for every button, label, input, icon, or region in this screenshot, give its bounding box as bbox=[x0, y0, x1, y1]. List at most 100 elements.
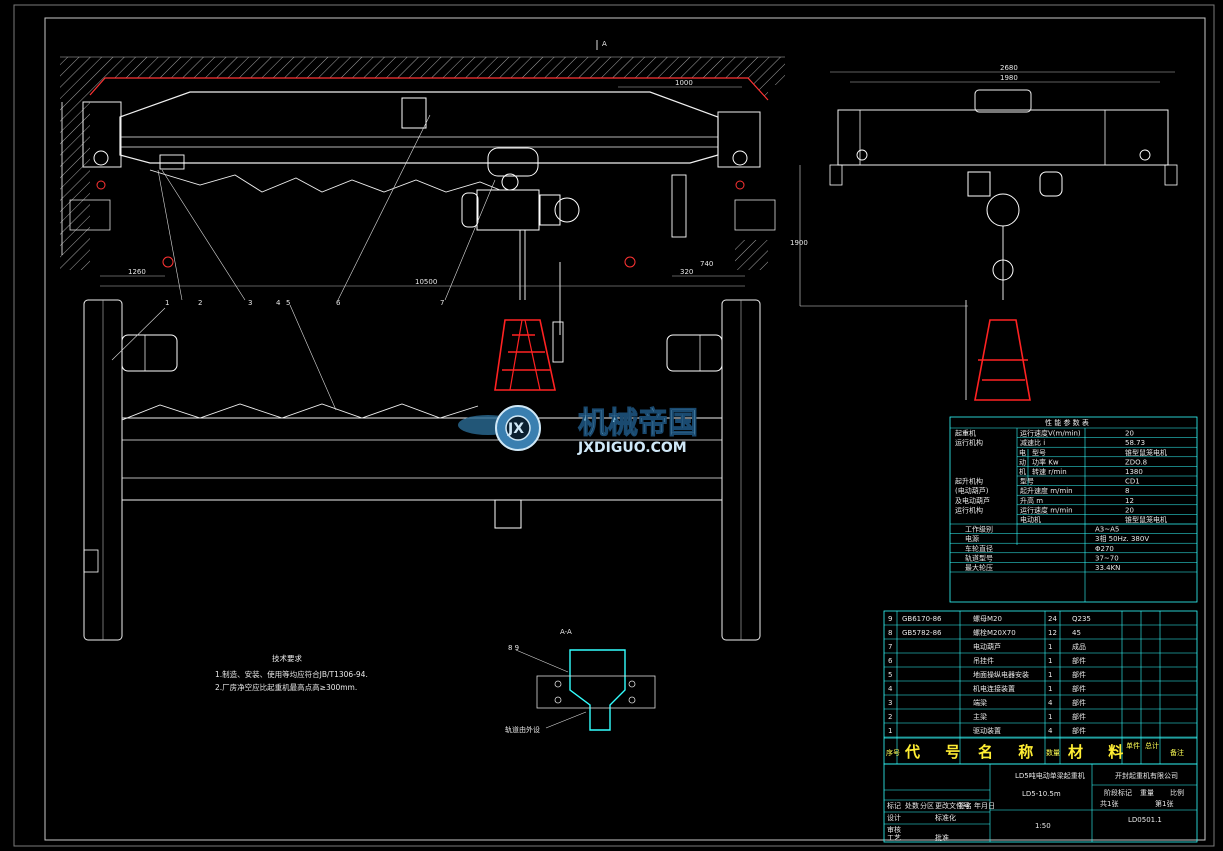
svg-text:设计: 设计 bbox=[887, 813, 901, 822]
title-block: 开封起重机有限公司 LD5吨电动单梁起重机 LD5-10.5m 1:50 LD0… bbox=[883, 763, 1198, 843]
perf-summary-label: 最大轮压 bbox=[965, 563, 993, 572]
bom-code: GB5782-86 bbox=[902, 629, 942, 637]
svg-text:机械帝国: 机械帝国 bbox=[578, 406, 698, 441]
svg-text:标准化: 标准化 bbox=[935, 813, 956, 822]
perf-item-value: 锥型鼠笼电机 bbox=[1125, 448, 1167, 457]
perf-item-label: 型号 bbox=[1020, 477, 1034, 486]
bom-name: 主梁 bbox=[973, 712, 987, 721]
bom-name: 地面操纵电器安装 bbox=[973, 670, 1029, 679]
svg-text:4: 4 bbox=[276, 299, 281, 307]
gear-logo-icon: JX bbox=[458, 405, 541, 451]
perf-item-value: 8 bbox=[1125, 487, 1129, 495]
bom-no: 5 bbox=[888, 671, 892, 679]
perf-item-value: 1380 bbox=[1125, 468, 1143, 476]
perf-item-label: 功率 Kw bbox=[1032, 457, 1059, 466]
svg-text:1900: 1900 bbox=[790, 239, 808, 247]
tech-requirements: 技术要求 1.制造、安装、使用等均应符合JB/T1306-94. 2.厂房净空应… bbox=[215, 653, 368, 692]
perf-summary-value: 37~70 bbox=[1095, 554, 1119, 562]
front-elevation: 10500 1260 1000 320 740 bbox=[60, 56, 785, 391]
svg-text:6: 6 bbox=[336, 299, 341, 307]
perf-group-label: 起重机 bbox=[955, 429, 976, 438]
svg-text:第1张: 第1张 bbox=[1155, 799, 1173, 808]
inner-frame bbox=[44, 17, 1206, 841]
perf-item-value: CD1 bbox=[1125, 478, 1140, 486]
svg-text:年月日: 年月日 bbox=[974, 801, 995, 810]
svg-text:1: 1 bbox=[165, 299, 169, 307]
perf-item-label: 起升速度 m/min bbox=[1020, 486, 1073, 495]
bom-qty: 1 bbox=[1048, 643, 1052, 651]
bom-name: 螺母M20 bbox=[973, 614, 1002, 623]
svg-text:A: A bbox=[602, 40, 607, 48]
bom-material: 部件 bbox=[1072, 726, 1086, 735]
bom-qty: 1 bbox=[1048, 671, 1052, 679]
svg-text:处数: 处数 bbox=[905, 801, 919, 810]
perf-group-label: 及电动葫芦 bbox=[955, 496, 990, 505]
svg-text:1:50: 1:50 bbox=[1035, 822, 1051, 830]
bom-material: 部件 bbox=[1072, 712, 1086, 721]
bom-qty: 1 bbox=[1048, 713, 1052, 721]
grab-bucket-front bbox=[494, 319, 564, 391]
svg-text:8 9: 8 9 bbox=[508, 644, 519, 652]
perf-summary-label: 工作级别 bbox=[965, 525, 993, 534]
svg-text:性 能 参 数 表: 性 能 参 数 表 bbox=[1045, 418, 1089, 427]
bom-no: 4 bbox=[888, 685, 893, 693]
svg-text:7: 7 bbox=[440, 299, 444, 307]
bom-no: 7 bbox=[888, 643, 892, 651]
bom-material: 部件 bbox=[1072, 684, 1086, 693]
svg-text:审核: 审核 bbox=[887, 825, 901, 834]
bom-material: Q235 bbox=[1072, 615, 1091, 623]
bom-no: 9 bbox=[888, 615, 892, 623]
bom-no: 8 bbox=[888, 629, 892, 637]
watermark: JX 机械帝国 JXDIGUO.COM bbox=[458, 405, 699, 456]
bom-no: 6 bbox=[888, 657, 893, 665]
svg-text:3: 3 bbox=[248, 299, 252, 307]
outer-frame bbox=[13, 4, 1215, 847]
perf-sub-label: 动 bbox=[1019, 457, 1026, 466]
perf-group-label: 起升机构 bbox=[955, 477, 983, 486]
svg-text:更改文件号: 更改文件号 bbox=[935, 801, 970, 810]
hoist-front bbox=[461, 147, 580, 335]
section-a-a: A-A 8 9 轨道由外设 bbox=[505, 628, 656, 734]
svg-text:重量: 重量 bbox=[1140, 789, 1154, 797]
perf-item-value: 20 bbox=[1125, 430, 1134, 438]
svg-text:分区: 分区 bbox=[920, 801, 934, 810]
svg-text:1000: 1000 bbox=[675, 79, 693, 87]
bom-name: 吊挂件 bbox=[973, 656, 994, 665]
svg-text:JX: JX bbox=[507, 421, 524, 437]
svg-text:材 料: 材 料 bbox=[1068, 743, 1133, 761]
svg-text:LD0501.1: LD0501.1 bbox=[1128, 816, 1162, 824]
bom-qty: 1 bbox=[1048, 685, 1052, 693]
perf-item-label: 减速比 i bbox=[1020, 438, 1045, 447]
bom-no: 2 bbox=[888, 713, 892, 721]
perf-item-value: 20 bbox=[1125, 506, 1134, 514]
svg-text:10500: 10500 bbox=[415, 278, 437, 286]
svg-text:技术要求: 技术要求 bbox=[272, 653, 302, 663]
perf-sub-label: 电 bbox=[1019, 448, 1026, 457]
svg-text:320: 320 bbox=[680, 268, 693, 276]
bom-name: 端梁 bbox=[973, 698, 987, 707]
bom-qty: 24 bbox=[1048, 615, 1057, 623]
bom-qty: 4 bbox=[1048, 727, 1053, 735]
bom-qty: 1 bbox=[1048, 657, 1052, 665]
perf-item-label: 运行速度V(m/min) bbox=[1020, 429, 1081, 438]
bom-material: 部件 bbox=[1072, 698, 1086, 707]
svg-text:1980: 1980 bbox=[1000, 74, 1018, 82]
perf-item-label: 运行速度 m/min bbox=[1020, 505, 1073, 514]
svg-text:比例: 比例 bbox=[1170, 788, 1184, 797]
bom-material: 部件 bbox=[1072, 670, 1086, 679]
svg-text:阶段标记: 阶段标记 bbox=[1104, 788, 1132, 797]
balloon-row: 1 2 3 4 5 6 7 bbox=[165, 299, 444, 307]
perf-item-value: 58.73 bbox=[1125, 439, 1145, 447]
perf-summary-label: 轨道型号 bbox=[965, 553, 993, 562]
svg-text:签名: 签名 bbox=[958, 801, 972, 810]
perf-item-label: 型号 bbox=[1032, 448, 1046, 457]
section-marker-top: A bbox=[596, 40, 607, 50]
perf-summary-value: Φ270 bbox=[1095, 545, 1114, 553]
svg-text:数量: 数量 bbox=[1046, 748, 1060, 757]
bom-no: 1 bbox=[888, 727, 892, 735]
bom-material: 45 bbox=[1072, 629, 1081, 637]
svg-text:2680: 2680 bbox=[1000, 64, 1018, 72]
perf-item-value: ZDO.8 bbox=[1125, 458, 1147, 466]
